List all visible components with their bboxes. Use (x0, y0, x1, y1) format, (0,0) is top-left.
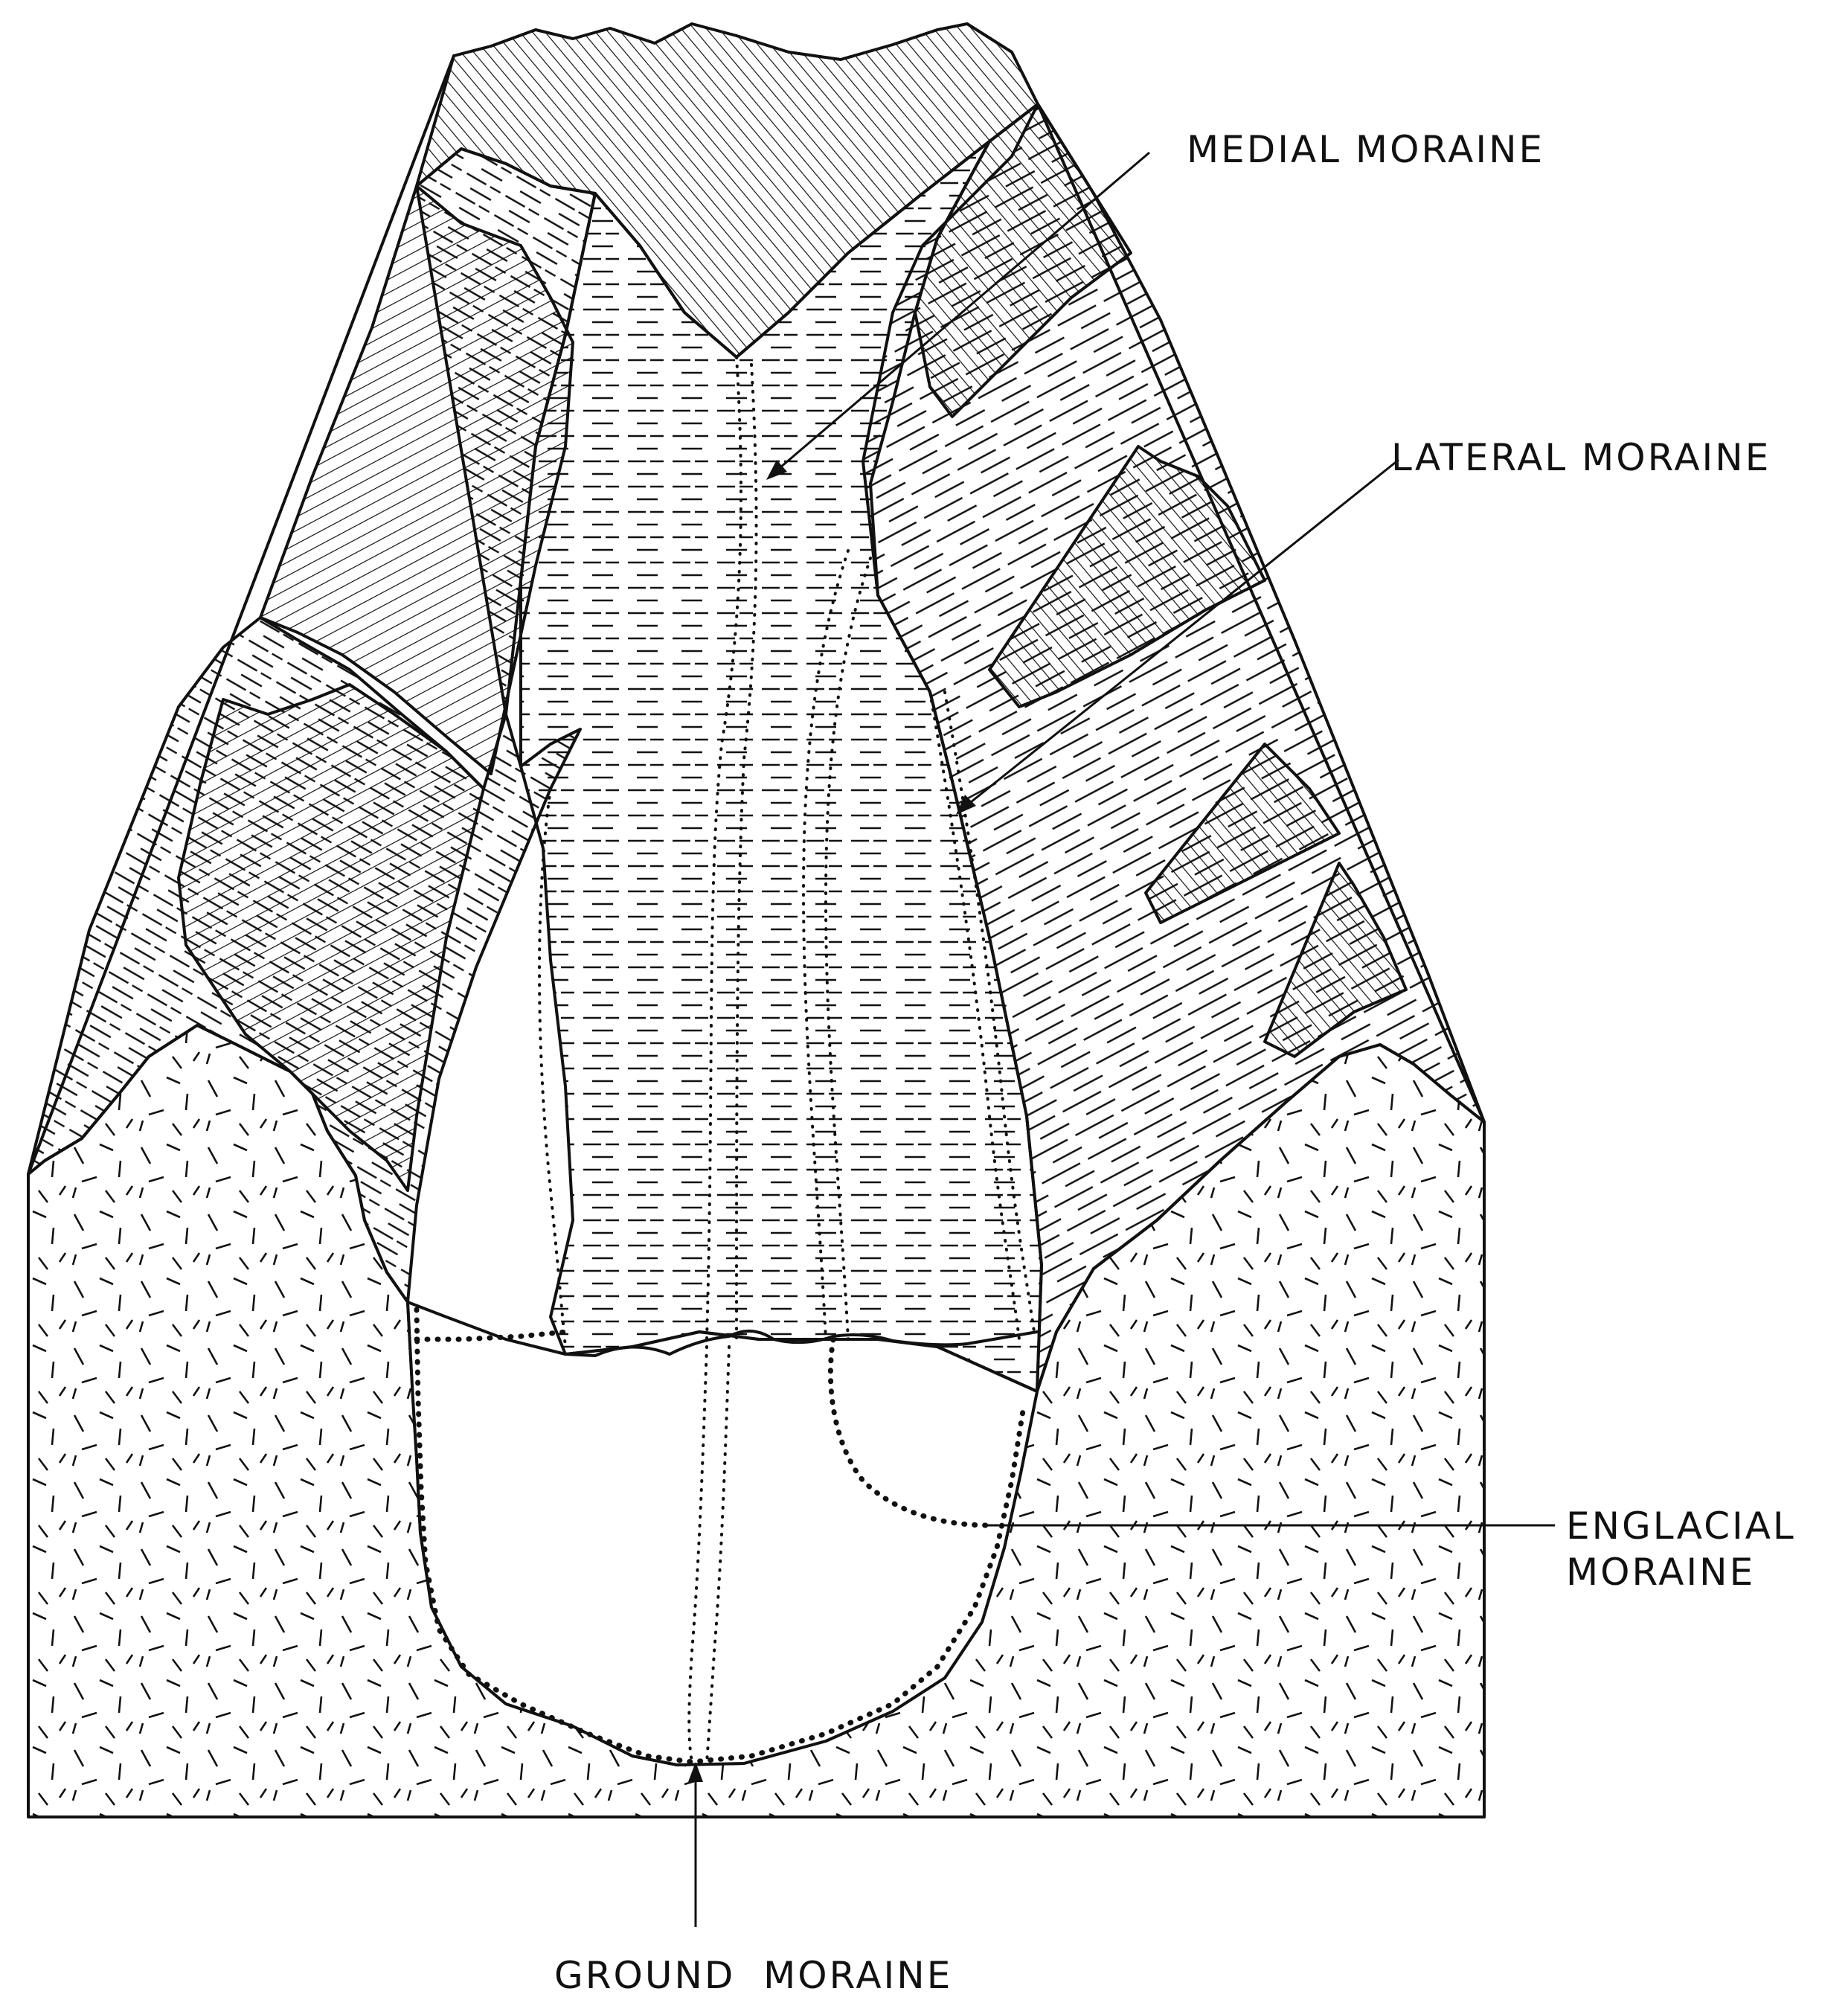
englacial-moraine-label-line1: ENGLACIAL (1566, 1504, 1796, 1548)
lateral-moraine-label: LATERAL MORAINE (1391, 436, 1771, 479)
englacial-moraine-label-line2: MORAINE (1566, 1551, 1755, 1594)
ground-moraine-label: GROUND MORAINE (554, 1954, 952, 1997)
medial-moraine-label: MEDIAL MORAINE (1187, 128, 1544, 171)
